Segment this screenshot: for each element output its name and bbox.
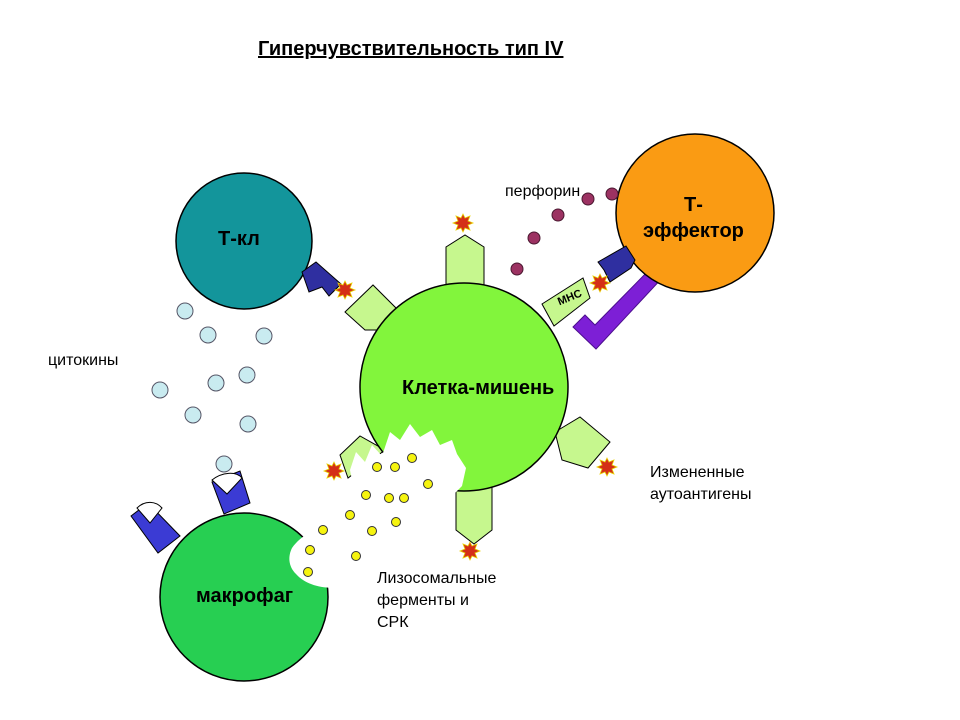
perforin-granule	[605, 187, 619, 201]
antigen-star-icon	[588, 273, 612, 293]
enzyme-dot	[384, 493, 394, 503]
enzyme-dot	[303, 567, 313, 577]
enzyme-dot	[423, 479, 433, 489]
macrophage-receptor-top-cap	[211, 472, 243, 495]
target-cell-label: Клетка-мишень	[402, 377, 555, 399]
cytokine	[151, 381, 169, 399]
antigen-star-icon	[451, 213, 475, 233]
diagram-title: Гиперчувствительность тип IV	[258, 38, 564, 60]
cytokine	[239, 415, 257, 433]
antigen-star-icon	[458, 541, 482, 561]
altered-autoantigens-label: Измененные аутоантигены	[650, 462, 751, 506]
altered-autoantigens-line: Измененные	[650, 464, 745, 481]
antigen-star-icon	[595, 457, 619, 477]
cytokine	[238, 366, 256, 384]
cytokines	[151, 302, 273, 473]
cytokine	[176, 302, 194, 320]
enzyme-dot	[407, 453, 417, 463]
receptor-right	[554, 416, 611, 469]
lysosomal-line: Лизосомальные	[377, 570, 497, 587]
cytokine	[255, 327, 273, 345]
cytokines-label: цитокины	[48, 352, 119, 369]
t-kl-receptor	[301, 261, 342, 297]
cytokine	[184, 406, 202, 424]
enzyme-dot	[391, 517, 401, 527]
t-effector-label-line2: эффектор	[643, 220, 744, 242]
antigen-star-icon	[322, 461, 346, 481]
lysosomal-line: СРК	[377, 614, 409, 631]
t-effector-label-line1: Т-	[684, 194, 703, 216]
lysosomal-enzymes-label: Лизосомальные ферменты и СРК	[377, 568, 496, 634]
t-kl-label: Т-кл	[218, 228, 260, 250]
mhc-receptor	[541, 277, 591, 327]
perforin-granule	[551, 208, 565, 222]
perforin-label: перфорин	[505, 183, 581, 200]
perforin-granule	[527, 231, 541, 245]
target-receptors	[339, 234, 611, 545]
cytokine	[207, 374, 225, 392]
enzyme-dot	[351, 551, 361, 561]
macrophage-receptors	[130, 470, 251, 554]
enzyme-dot	[318, 525, 328, 535]
antigen-star-icon	[333, 280, 357, 300]
enzyme-dot	[361, 490, 371, 500]
cytokine	[215, 455, 233, 473]
t-kl-cell	[175, 172, 313, 310]
lysis-zone-target	[350, 424, 466, 522]
macrophage-receptor-left-cap	[136, 501, 163, 524]
altered-autoantigens	[322, 213, 619, 561]
altered-autoantigens-line: аутоантигены	[650, 486, 752, 503]
t-effector-receptor	[597, 245, 636, 283]
macrophage-cell	[159, 512, 329, 682]
lysosomal-enzymes	[303, 453, 433, 577]
enzyme-dot	[390, 462, 400, 472]
perforin-granules	[510, 187, 619, 276]
perforin-granule	[581, 192, 595, 206]
enzyme-dot	[399, 493, 409, 503]
enzyme-dot	[305, 545, 315, 555]
lysosomal-line: ферменты и	[377, 592, 469, 609]
enzyme-dot	[372, 462, 382, 472]
macrophage-label: макрофаг	[196, 585, 294, 607]
enzyme-dot	[367, 526, 377, 536]
cytokine	[199, 326, 217, 344]
t-effector-cell	[615, 133, 775, 293]
enzyme-dot	[345, 510, 355, 520]
perforin-granule	[510, 262, 524, 276]
